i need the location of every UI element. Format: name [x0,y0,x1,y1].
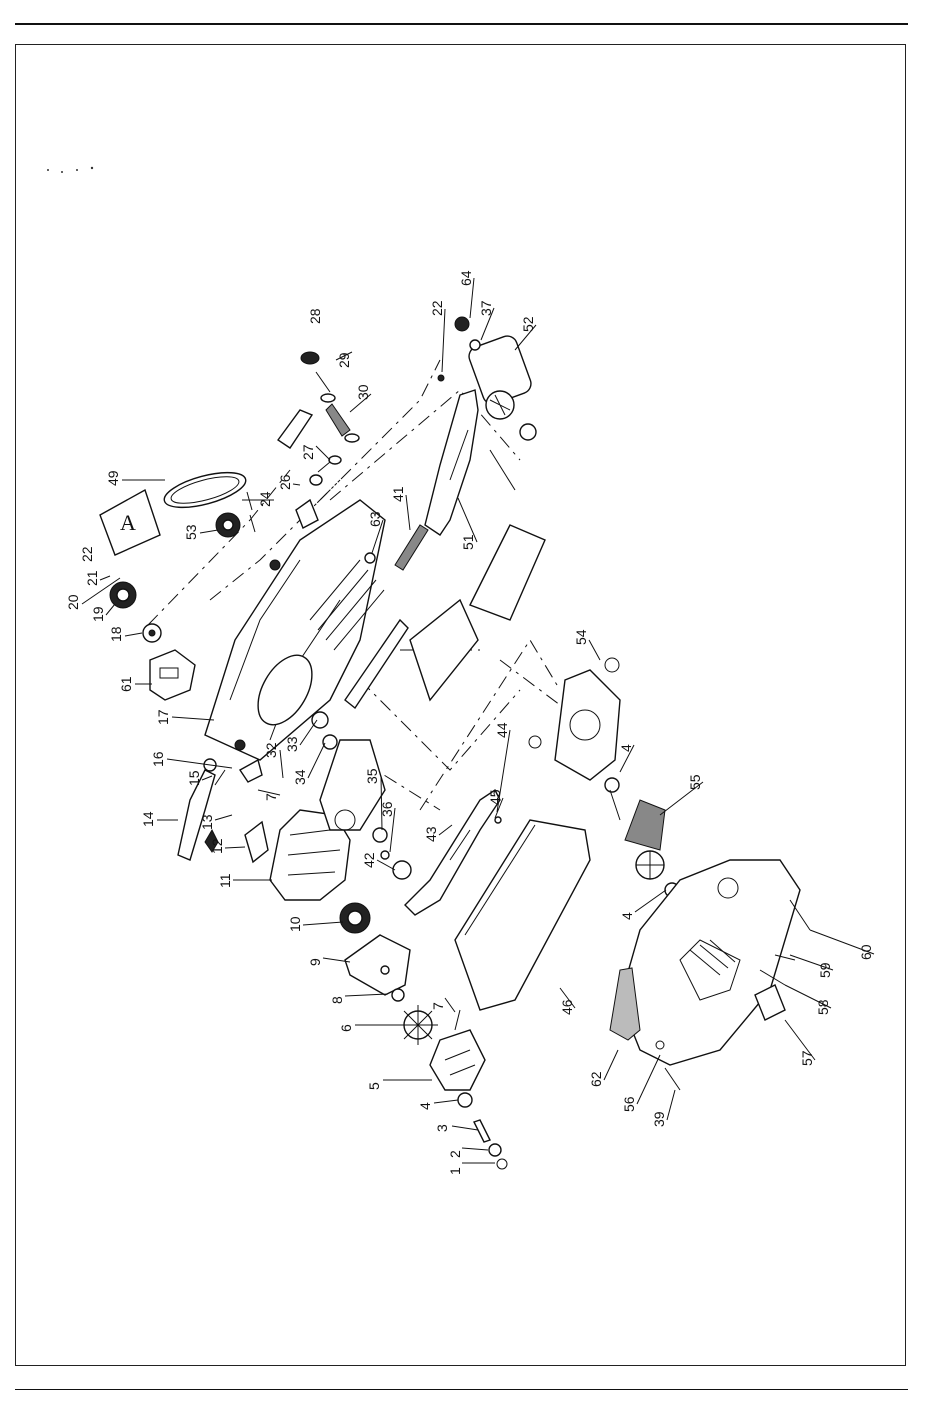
callout-label: 56 [621,1096,637,1112]
callout-label: 5 [366,1082,382,1090]
callout-label: 19 [90,606,106,622]
callout-label: 62 [588,1071,604,1087]
callout-label: 34 [292,769,308,785]
callout-label: 4 [619,912,635,920]
callout-label: 18 [108,626,124,642]
callout-label: 59 [817,962,833,978]
callout-label: 26 [277,474,293,490]
callout-label: 14 [140,811,156,827]
callout-label: 13 [199,814,215,830]
drive-belt [161,466,249,515]
callout-label: 2 [447,1150,463,1158]
stamp-a-label: A [120,510,136,535]
callout-label: 35 [364,768,380,784]
callout-label: 16 [150,751,166,767]
callout-label: 4 [417,1102,433,1110]
callout-label: 64 [458,270,474,286]
callout-label: 32 [263,742,279,758]
callout-label: 33 [284,736,300,752]
callout-label: 53 [183,524,199,540]
fan-cover-5 [430,1010,507,1169]
fan-6 [392,989,438,1045]
callout-label: 15 [186,770,202,786]
armature-55 [610,790,679,897]
callout-label: 41 [390,486,406,502]
callout-label: 39 [651,1111,667,1127]
callout-label: 44 [494,722,510,738]
callout-label: 42 [361,852,377,868]
stator-54 [529,658,620,792]
callout-label: 3 [434,1124,450,1132]
callout-label: 10 [287,916,303,932]
scan-specks [47,167,93,173]
callout-label: 54 [573,629,589,645]
callout-label: 12 [209,838,225,854]
callout-label: 11 [217,873,233,888]
callout-label: 1 [447,1167,463,1175]
callout-label: 22 [429,300,445,316]
callout-label: 30 [355,384,371,400]
callout-label: 43 [423,826,439,842]
callout-label: 8 [329,996,345,1004]
callout-label: 29 [336,352,352,368]
callout-label: 21 [84,570,100,586]
callout-label: 60 [858,944,874,960]
switch-block [150,650,195,700]
cover-plate-9 [345,935,410,995]
callout-label: 27 [300,444,316,460]
pulley-53 [216,513,240,537]
callout-label: 4 [618,744,634,752]
callout-label: 63 [367,511,383,527]
callout-label: 51 [460,534,476,550]
callout-label: 9 [307,958,323,966]
callout-label: 57 [799,1050,815,1066]
shroud-56 [620,860,800,1065]
callout-label: 61 [118,676,134,692]
roller-bracket [425,317,536,535]
callout-label: 46 [559,999,575,1015]
callout-label: 7 [430,1002,446,1010]
callout-label: 17 [155,709,171,725]
stamp-a: A [100,490,160,555]
callout-label: 52 [520,316,536,332]
callout-label: 20 [65,594,81,610]
callout-label: 28 [307,308,323,324]
sanding-belt-46 [455,820,590,1010]
callout-label: 24 [257,491,273,507]
gear-10 [340,903,370,933]
callout-label: 6 [338,1024,354,1032]
callout-label: 22 [79,546,95,562]
callout-label: 49 [105,470,121,486]
